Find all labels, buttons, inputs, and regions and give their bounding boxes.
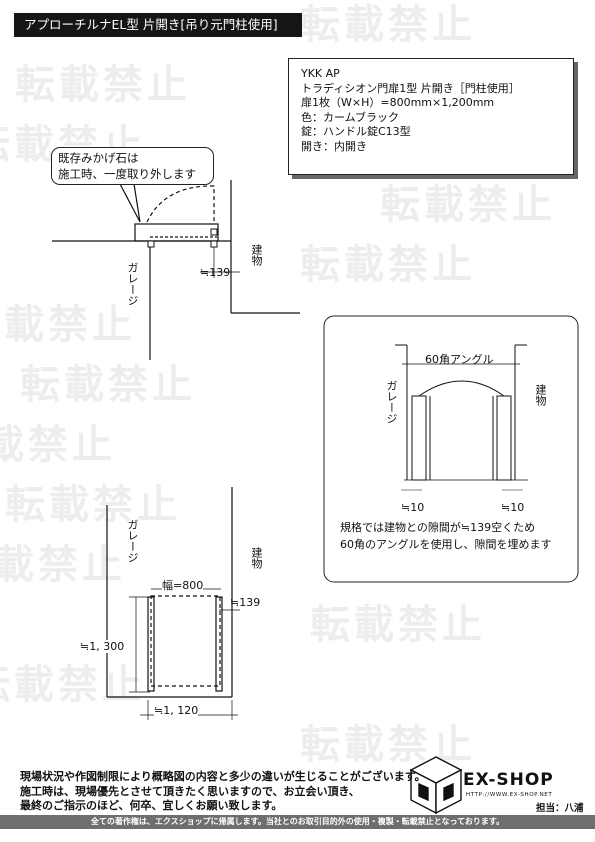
garage-label: ガレージ <box>126 519 139 563</box>
disclaimer-note: 現場状況や作図制限により概略図の内容と多少の違いが生じることがございます。 施工… <box>20 770 426 814</box>
gate-swing-arc <box>146 185 215 224</box>
gap-right-label: ≒10 <box>501 501 525 514</box>
spec-product: トラディシオン門扉1型 片開き［門柱使用］ <box>301 81 520 95</box>
detail-note-line: 60角のアングルを使用し、隙間を埋めます <box>340 538 552 551</box>
staff-label: 担当：八浦 <box>536 803 584 814</box>
watermark-text: 転載禁止 <box>0 302 136 348</box>
building-label: 建物 <box>250 244 263 266</box>
detail-note: 規格では建物との隙間が≒139空くため 60角のアングルを使用し、隙間を埋めます <box>340 519 552 553</box>
spec-opening: 開き：内開き <box>301 139 367 153</box>
height-dimension-label: ≒1, 300 <box>80 640 125 653</box>
gap-left-label: ≒10 <box>401 501 425 514</box>
brand-url: HTTP://WWW.EX-SHOP.NET <box>466 792 553 798</box>
watermark-text: 転載禁止 <box>0 662 146 708</box>
building-label: 建物 <box>534 384 547 406</box>
post-marker <box>210 228 218 236</box>
callout-line: 施工時、一度取り外します <box>58 167 196 181</box>
disclaimer-line: 現場状況や作図制限により概略図の内容と多少の違いが生じることがございます。 <box>20 770 426 783</box>
brand-logo: EX-SHOP <box>463 770 554 790</box>
angle-label: 60角アングル <box>425 353 494 366</box>
callout-tail <box>119 183 141 223</box>
garage-label: ガレージ <box>126 262 139 306</box>
watermark-text: 転載禁止 <box>5 482 181 528</box>
disclaimer-line: 最終のご指示のほど、何卒、宜しくお願い致します。 <box>20 799 283 812</box>
post-marker <box>210 240 218 248</box>
granite-stone <box>134 223 219 242</box>
watermark-text: 転載禁止 <box>300 2 476 48</box>
disclaimer-line: 施工時は、現場優先とさせて頂きたく思いますので、お立会い頂き、 <box>20 784 360 798</box>
detail-panel <box>323 315 579 583</box>
watermark-text: 転載禁止 <box>310 602 486 648</box>
exshop-logo-icon <box>409 756 463 815</box>
width-dimension-label: 幅=800 <box>162 577 204 593</box>
post-marker <box>147 240 155 248</box>
watermark-text: 転載禁止 <box>380 182 556 228</box>
watermark-text: 転載禁止 <box>300 242 476 288</box>
callout-line: 既存みかげ石は <box>58 151 139 165</box>
spec-lock: 錠：ハンドル錠C13型 <box>301 125 411 139</box>
gate-post-left <box>147 596 155 692</box>
detail-note-line: 規格では建物との隙間が≒139空くため <box>340 521 536 534</box>
total-width-dimension-label: ≒1, 120 <box>154 704 199 717</box>
gate-post-right <box>215 596 223 692</box>
granite-callout: 既存みかげ石は 施工時、一度取り外します <box>51 147 214 185</box>
watermark-text: 転載禁止 <box>15 62 191 108</box>
spec-color: 色：カームブラック <box>301 110 400 124</box>
gap-dimension-label: ≒139 <box>200 266 231 279</box>
gate-post-right <box>496 395 512 481</box>
watermark-text: 転載禁止 <box>20 362 196 408</box>
copyright-bar: 全ての著作権は、エクスショップに帰属します。当社とのお取引目的外の使用・複製・転… <box>0 815 595 829</box>
building-label: 建物 <box>250 547 263 569</box>
spec-maker: YKK AP <box>301 67 340 80</box>
watermark-text: 転載禁止 <box>0 542 126 588</box>
watermark-text: 転載禁止 <box>0 422 116 468</box>
spec-size: 扉1枚（W×H）=800mm×1,200mm <box>301 96 495 110</box>
spec-box: YKK AP トラディシオン門扉1型 片開き［門柱使用］ 扉1枚（W×H）=80… <box>288 58 574 175</box>
gate-post-left <box>411 395 427 481</box>
garage-label: ガレージ <box>385 380 398 424</box>
page-title: アプローチルナEL型 片開き[吊り元門柱使用] <box>14 13 302 37</box>
gate-outline <box>150 595 221 687</box>
gate-arch <box>418 380 505 397</box>
gap-dimension-label: ≒139 <box>230 596 261 609</box>
